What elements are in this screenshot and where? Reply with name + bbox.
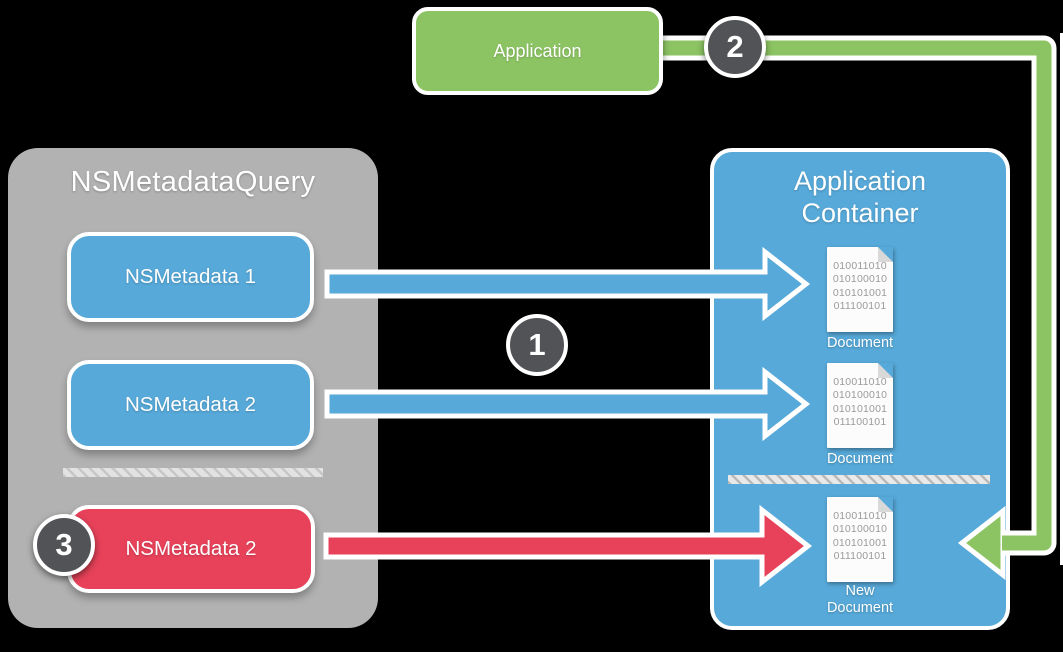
new-document-icon: 010011010 010100010 010101001 011100101 [827, 497, 893, 582]
query-panel-hatched-divider [63, 468, 323, 477]
application-box: Application [412, 7, 663, 95]
nsmetadata-2-new-label: NSMetadata 2 [125, 537, 257, 560]
application-container-title-line1: Application [793, 166, 927, 196]
document-2-caption: Document [826, 451, 894, 467]
application-container-panel: Application Container 010011010 01010001… [710, 148, 1010, 630]
document-1-caption: Document [826, 335, 894, 351]
step-2-badge: 2 [704, 16, 766, 78]
nsmetadataquery-panel: NSMetadataQuery NSMetadata 1 NSMetadata … [8, 148, 378, 628]
step-3-badge: 3 [33, 514, 95, 576]
new-document-caption: New Document [826, 583, 894, 616]
document-2-binary-text: 010011010 010100010 010101001 011100101 [832, 376, 888, 428]
application-box-label: Application [493, 40, 582, 61]
document-1-icon: 010011010 010100010 010101001 011100101 [827, 247, 893, 332]
step-1-badge: 1 [506, 314, 568, 376]
application-container-title-line2: Container [801, 197, 919, 228]
nsmetadata-2-new-box: NSMetadata 2 [67, 505, 315, 593]
nsmetadataquery-title: NSMetadataQuery [70, 166, 316, 198]
container-hatched-divider [728, 475, 990, 484]
new-document-binary-text: 010011010 010100010 010101001 011100101 [832, 510, 888, 562]
clipped-line-edge-fragment [1060, 33, 1063, 565]
nsmetadata-2-label: NSMetadata 2 [124, 393, 257, 416]
document-2-icon: 010011010 010100010 010101001 011100101 [827, 363, 893, 448]
nsmetadata-1-label: NSMetadata 1 [124, 265, 257, 288]
nsmetadata-1-box: NSMetadata 1 [67, 232, 314, 322]
nsmetadata-2-box: NSMetadata 2 [67, 360, 314, 450]
document-1-binary-text: 010011010 010100010 010101001 011100101 [832, 260, 888, 312]
application-container-title: Application Container [714, 166, 1006, 230]
